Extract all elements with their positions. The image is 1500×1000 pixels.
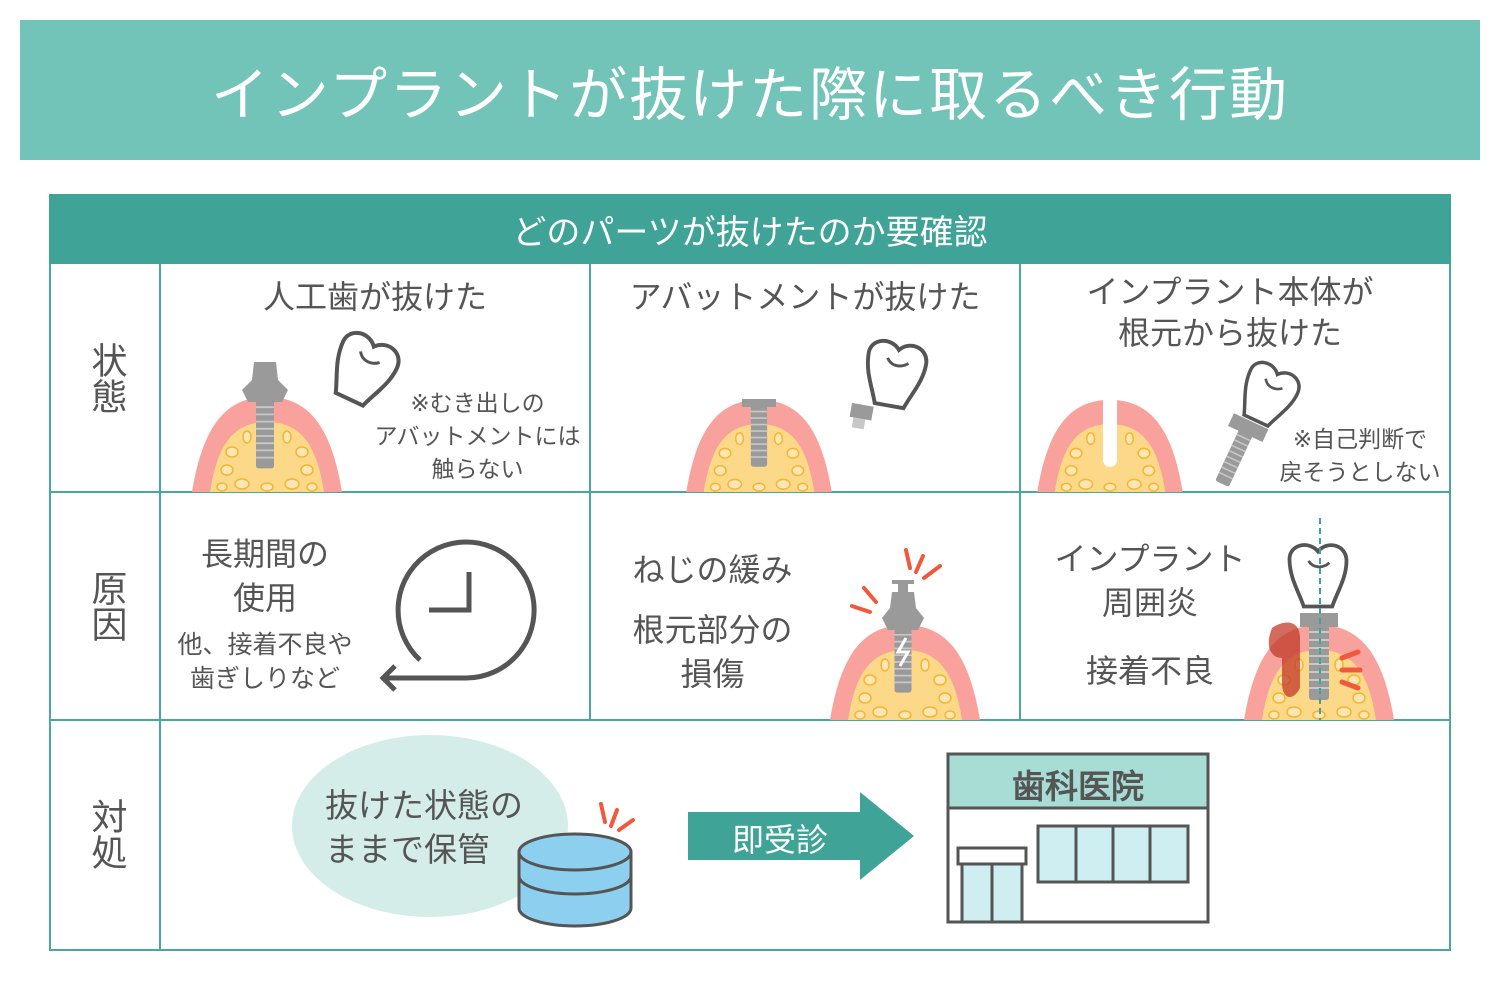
cause-peri-implantitis: インプラント周囲炎 [1054,540,1246,622]
clock-icon [379,539,537,692]
implant-abutment-missing-illustration [685,399,833,492]
storage-bubble [292,735,568,917]
alert-lines [850,548,942,614]
state-note-crown: ※むき出しのアバットメントには触らない [374,391,581,483]
state-title-fixture: インプラント本体が根元から抜けた [1086,273,1374,352]
state-title-crown: 人工歯が抜けた [262,278,487,316]
row-divider [49,719,1451,721]
column-divider [159,264,161,949]
empty-socket-illustration [1036,395,1184,492]
row-label-state: 状態 [85,341,127,414]
clinic-building-icon [946,752,1210,924]
storage-instruction: 抜けた状態のままで保管 [325,786,523,869]
cause-long-term-use: 長期間の使用 [200,535,329,617]
cause-screw-loose: ねじの緩み [632,551,793,589]
arrow-icon [688,792,914,880]
state-title-abutment: アバットメントが抜けた [629,278,981,316]
row-label-action: 対処 [85,798,127,870]
crown-with-abutment-icon [849,336,931,430]
loose-screw-illustration [830,548,980,720]
clinic-sign: 歯科医院 [1012,767,1144,806]
storage-case-icon [517,802,635,928]
row-label-cause: 原因 [85,570,127,642]
row-divider [49,491,1451,493]
cause-other-note: 他、接着不良や歯ぎしりなど [177,630,353,693]
page-title: インプラントが抜けた際に取るべき行動 [20,20,1480,160]
state-note-fixture: ※自己判断で戻そうとしない [1279,427,1441,486]
extracted-implant-icon [1214,356,1306,488]
arrow-label: 即受診 [731,821,828,859]
cause-poor-adhesion: 接着不良 [1085,652,1214,690]
column-divider [1019,264,1021,721]
column-divider [589,264,591,721]
implant-crown-missing-illustration [192,362,342,492]
peri-implantitis-illustration [1244,518,1394,720]
cause-base-damage: 根元部分の損傷 [632,611,793,693]
table-header: どのパーツが抜けたのか要確認 [49,194,1451,264]
